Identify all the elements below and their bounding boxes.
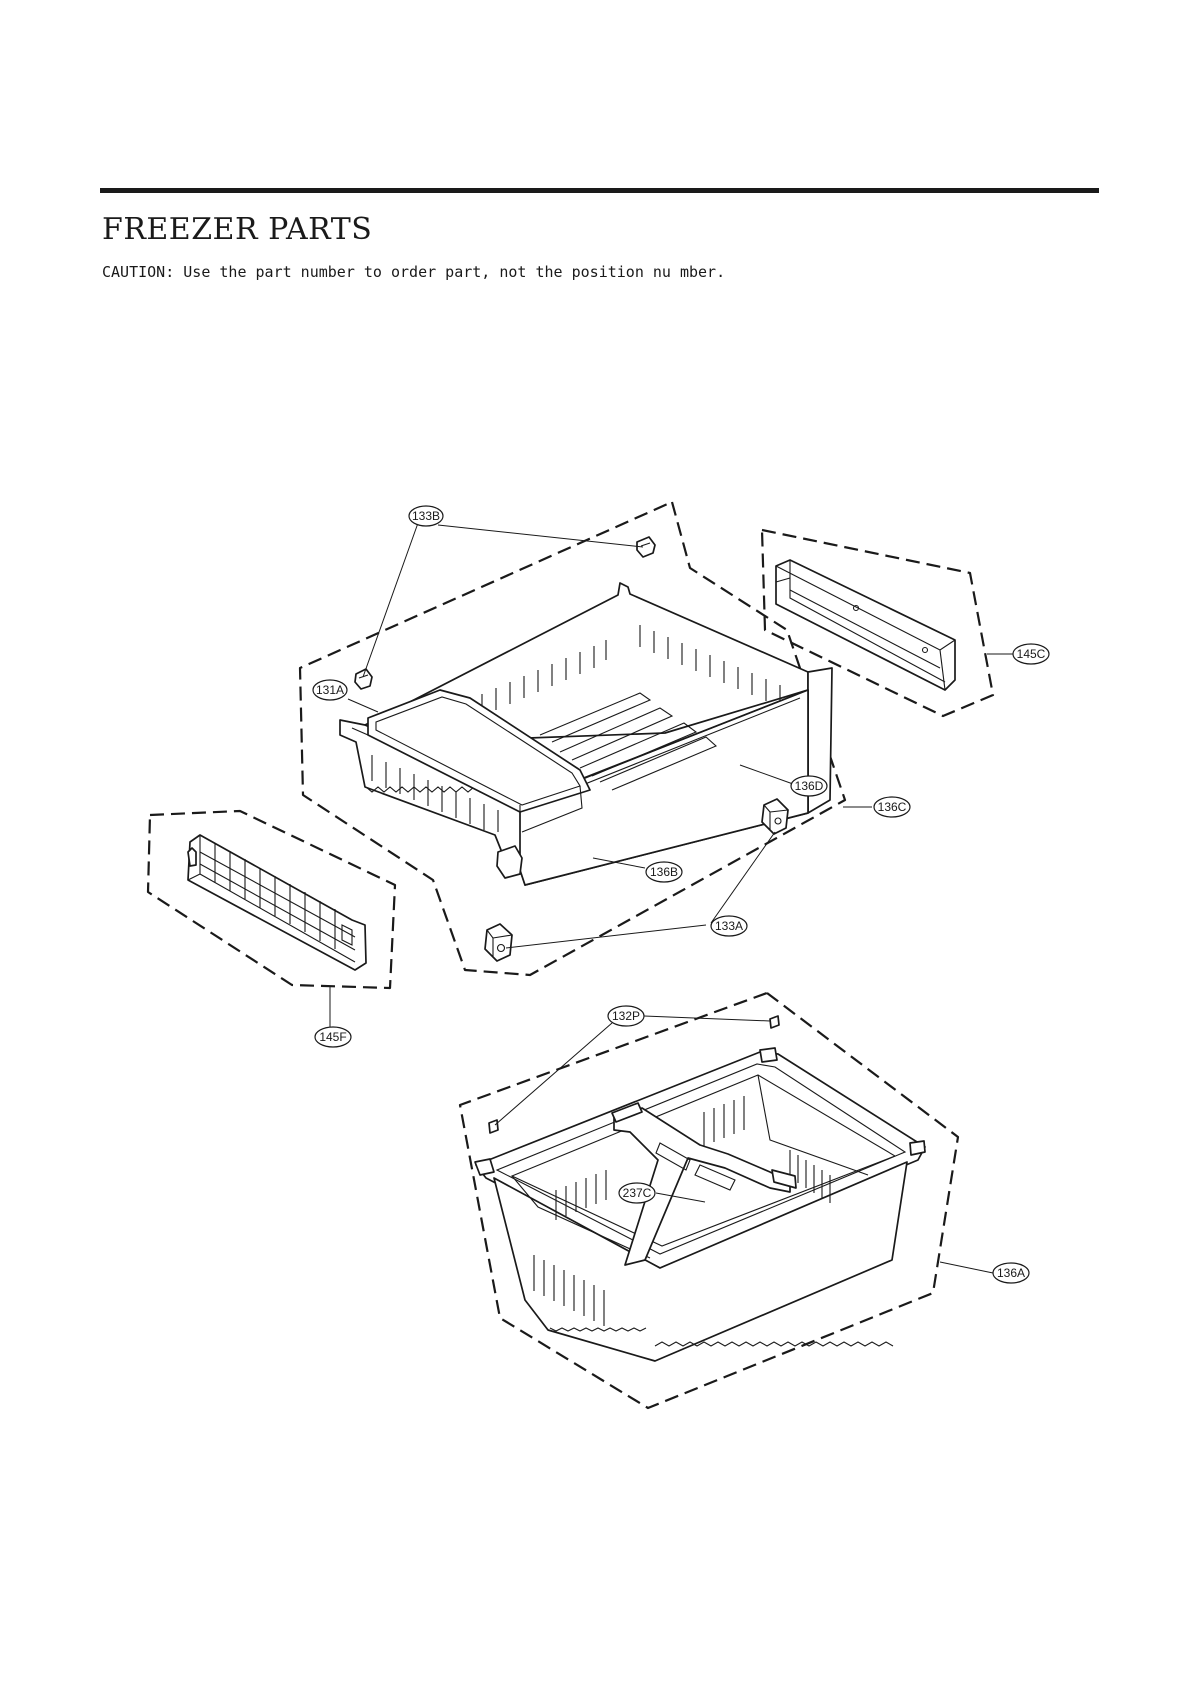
callout-136c: 136C	[873, 796, 911, 818]
svg-text:133B: 133B	[412, 509, 440, 523]
part-145f-grille-cover	[187, 834, 367, 971]
leader-lines	[329, 522, 1013, 1274]
group-outline-rail-145c	[760, 528, 995, 718]
page-title: FREEZER PARTS	[102, 212, 373, 247]
part-132p-clip-left	[488, 1119, 499, 1134]
part-133a-roller-right	[761, 798, 789, 835]
callout-136a: 136A	[992, 1262, 1030, 1284]
group-outline-upper-drawer	[298, 500, 847, 977]
svg-text:136D: 136D	[795, 779, 824, 793]
svg-text:145F: 145F	[319, 1030, 346, 1044]
part-132p-clip-right	[769, 1015, 780, 1029]
part-136a-lower-basket	[474, 1047, 926, 1362]
callout-145c: 145C	[1012, 643, 1050, 665]
part-237c-divider	[611, 1102, 797, 1266]
part-133b-clip-right	[636, 536, 656, 558]
part-145c-rail	[775, 559, 956, 691]
callout-133a: 133A	[710, 915, 748, 937]
svg-text:136C: 136C	[878, 800, 907, 814]
svg-text:133A: 133A	[715, 919, 743, 933]
callout-131a: 131A	[312, 679, 348, 701]
svg-text:145C: 145C	[1017, 647, 1046, 661]
caution-note: CAUTION: Use the part number to order pa…	[102, 263, 726, 281]
group-outline-lower-basket	[458, 991, 960, 1410]
callout-132p: 132P	[607, 1005, 645, 1027]
callout-136d: 136D	[790, 775, 828, 797]
svg-text:136A: 136A	[997, 1266, 1025, 1280]
part-133b-clip-left	[354, 668, 373, 690]
callout-237c: 237C	[618, 1182, 656, 1204]
callout-136b: 136B	[645, 861, 683, 883]
svg-text:136B: 136B	[650, 865, 678, 879]
svg-text:131A: 131A	[316, 683, 344, 697]
callout-133b: 133B	[408, 505, 444, 527]
svg-text:132P: 132P	[612, 1009, 640, 1023]
part-131a-inner-tray	[367, 689, 591, 833]
svg-text:237C: 237C	[623, 1186, 652, 1200]
callout-145f: 145F	[314, 1026, 352, 1048]
group-outline-cover-145f	[146, 809, 397, 990]
part-133a-roller-left	[484, 923, 513, 962]
header-rule	[100, 188, 1099, 193]
